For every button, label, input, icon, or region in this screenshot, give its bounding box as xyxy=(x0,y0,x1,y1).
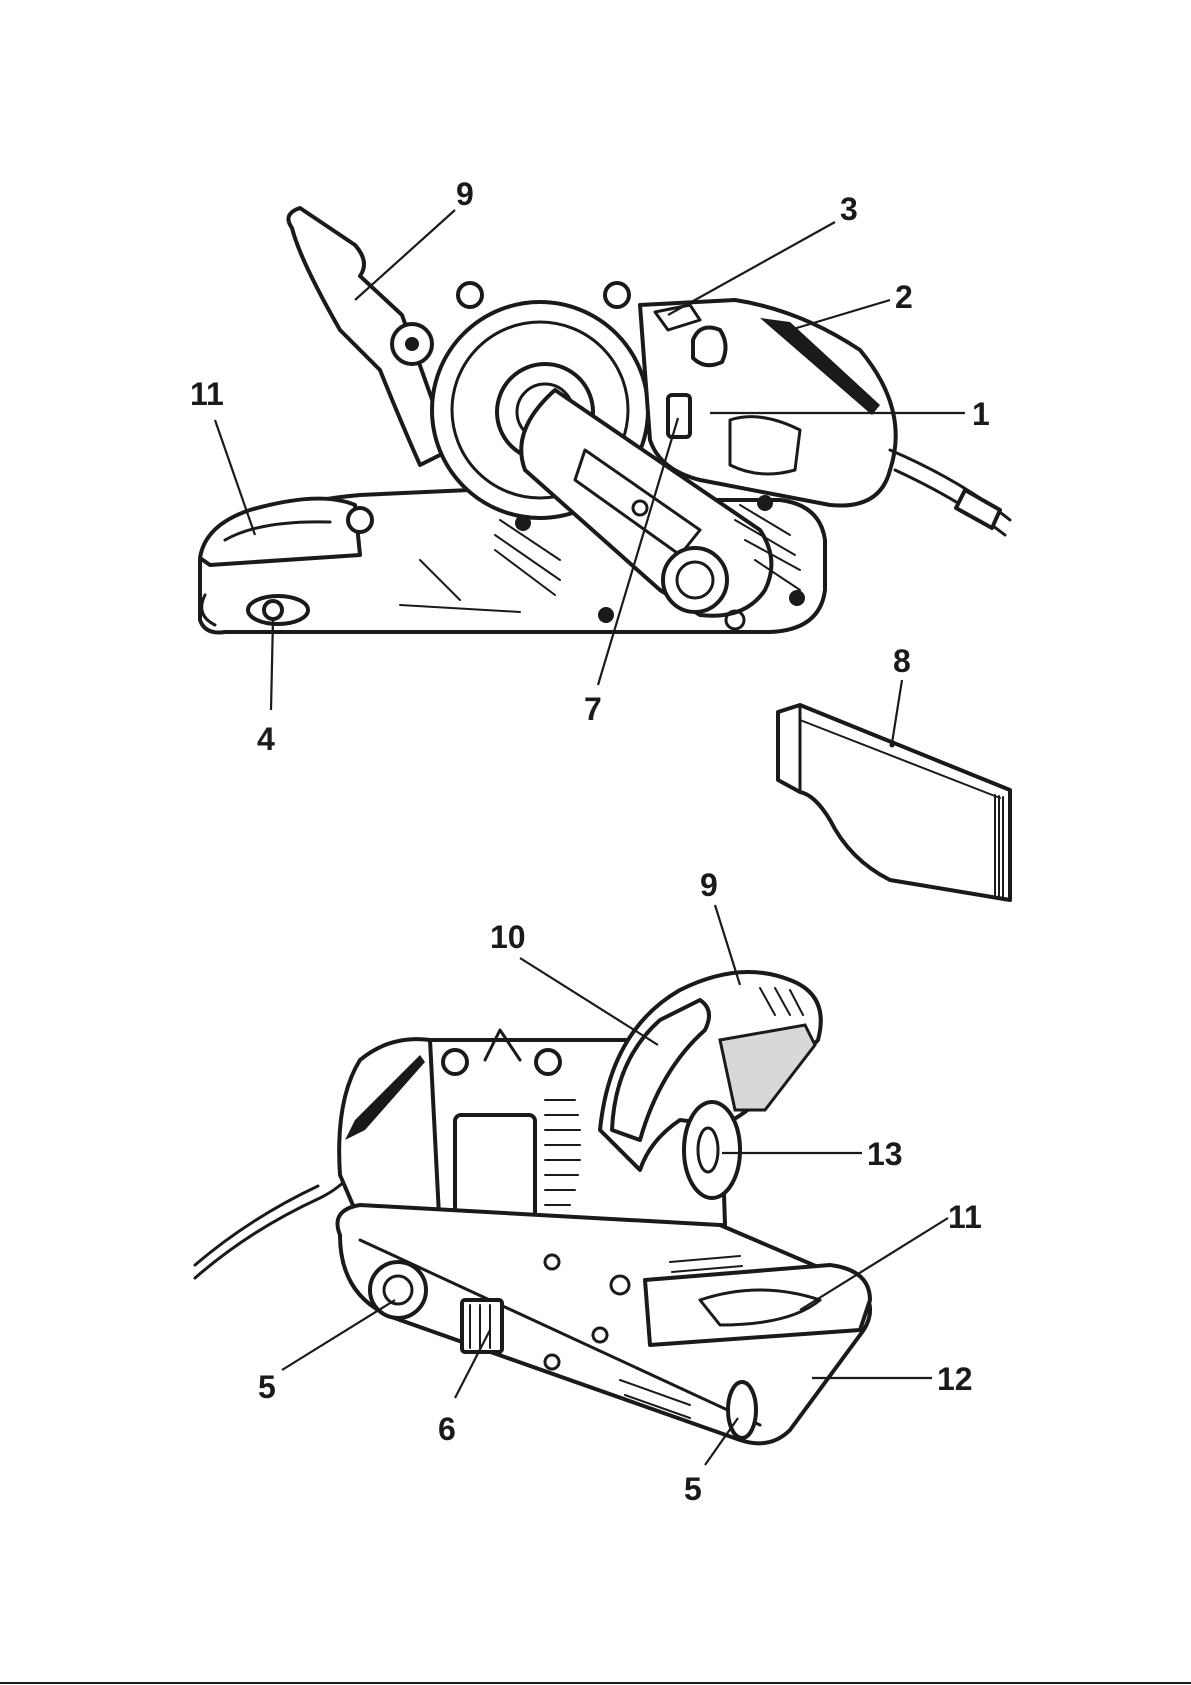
switch-trigger-drawing xyxy=(693,328,726,366)
base-screw-c xyxy=(789,590,805,606)
leader-10 xyxy=(520,958,658,1045)
tension-screw xyxy=(264,601,282,619)
leader-9-top xyxy=(355,210,455,300)
leader-8 xyxy=(892,680,902,743)
power-cord-bottom xyxy=(195,1175,350,1278)
callout-3-top: 3 xyxy=(840,191,858,227)
callout-10: 10 xyxy=(490,919,526,955)
callout-13: 13 xyxy=(867,1136,903,1172)
housing-screw-a xyxy=(458,283,482,307)
front-pivot xyxy=(348,508,372,532)
callout-12: 12 xyxy=(937,1361,973,1397)
callout-5-left: 5 xyxy=(258,1369,276,1405)
dust-port-bottom xyxy=(645,1265,870,1345)
base-screw-a xyxy=(515,515,531,531)
roller-rear xyxy=(728,1382,756,1438)
leader-5-left xyxy=(282,1300,395,1370)
handle-pivot-bolt xyxy=(405,337,419,351)
sander-side-view xyxy=(200,208,1010,633)
callout-6: 6 xyxy=(438,1411,456,1447)
sander-perspective-view xyxy=(195,972,870,1443)
base-screw-b xyxy=(598,607,614,623)
callout-7-top: 7 xyxy=(584,691,602,727)
callout-11-top: 11 xyxy=(190,376,224,412)
callout-1-top: 1 xyxy=(972,396,990,432)
callout-2-top: 2 xyxy=(895,279,913,315)
callout-4-top: 4 xyxy=(257,721,275,757)
leader-8-dot xyxy=(890,743,895,748)
callout-5-right: 5 xyxy=(684,1471,702,1507)
speed-dial-drawing xyxy=(668,395,690,437)
dust-port-drawing xyxy=(200,499,360,565)
leader-2-top xyxy=(790,300,890,330)
callout-8: 8 xyxy=(893,643,911,679)
motor-screw-b xyxy=(536,1050,560,1074)
handle-grip-hatch xyxy=(720,1025,815,1110)
callout-9-top: 9 xyxy=(456,176,474,212)
side-knob-drawing xyxy=(684,1102,740,1198)
callout-9-bottom: 9 xyxy=(700,867,718,903)
cord-sleeve xyxy=(956,490,1000,528)
rear-roller xyxy=(663,548,727,612)
callout-11-bottom: 11 xyxy=(948,1199,982,1235)
motor-screw-a xyxy=(443,1050,467,1074)
motor-vent-window xyxy=(455,1115,535,1220)
dust-bag-accessory: 8 xyxy=(778,643,1010,900)
housing-screw-b xyxy=(605,283,629,307)
base-screw-d xyxy=(757,495,773,511)
